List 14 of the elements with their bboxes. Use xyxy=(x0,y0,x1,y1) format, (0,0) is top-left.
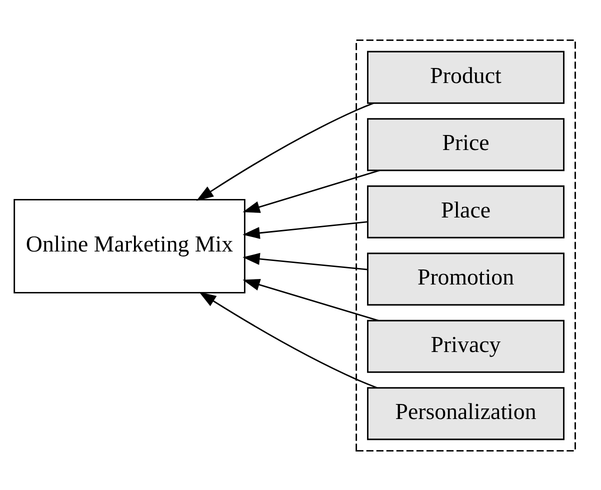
arrow xyxy=(242,278,379,321)
arrow xyxy=(242,169,380,212)
cluster xyxy=(356,38,576,452)
node-box: Place xyxy=(367,184,564,238)
node-box: Online Marketing Mix xyxy=(14,198,246,293)
arrow xyxy=(198,291,378,388)
arrow xyxy=(242,220,368,238)
node-box: Product xyxy=(367,50,564,104)
node-box: Privacy xyxy=(367,319,564,372)
node-box: Price xyxy=(367,118,564,171)
arrow xyxy=(196,102,374,200)
node-box: Promotion xyxy=(367,252,564,306)
node-box: Personalization xyxy=(367,386,564,440)
arrow xyxy=(242,252,368,270)
